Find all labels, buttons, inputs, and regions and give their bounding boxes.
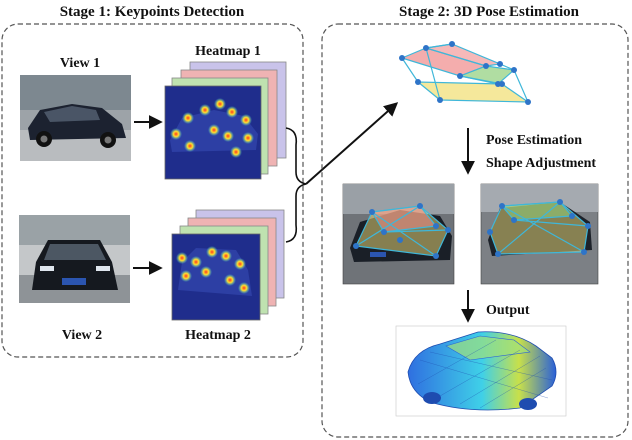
stage1-panel: [1, 23, 304, 358]
3d-car-mesh: [395, 325, 567, 417]
view2-car-photo: [19, 215, 130, 303]
stage2-panel: [321, 23, 629, 438]
stage1-title: Stage 1: Keypoints Detection: [60, 4, 245, 20]
stage2-title: Stage 2: 3D Pose Estimation: [399, 4, 580, 20]
output-label: Output: [486, 303, 530, 318]
arrow-to-3d-skeleton: [305, 102, 399, 185]
step-shape-adjustment: Shape Adjustment: [486, 156, 596, 171]
step-pose-estimation: Pose Estimation: [486, 133, 582, 148]
heatmap2-stack: [171, 209, 285, 321]
view1-label: View 1: [60, 56, 100, 71]
heatmap2-hotspots: [176, 246, 250, 294]
brace: [285, 127, 307, 243]
3d-keypoint-skeleton: [399, 41, 531, 105]
view1-car-photo: [20, 75, 131, 161]
fitted-view1-photo: [342, 183, 455, 285]
fitted-view2-photo: [480, 183, 599, 285]
heatmap1-hotspots: [170, 98, 254, 158]
heatmap1-stack: [164, 61, 287, 180]
heatmap2-label: Heatmap 2: [185, 328, 251, 343]
view2-label: View 2: [62, 328, 102, 343]
heatmap1-label: Heatmap 1: [195, 44, 261, 59]
